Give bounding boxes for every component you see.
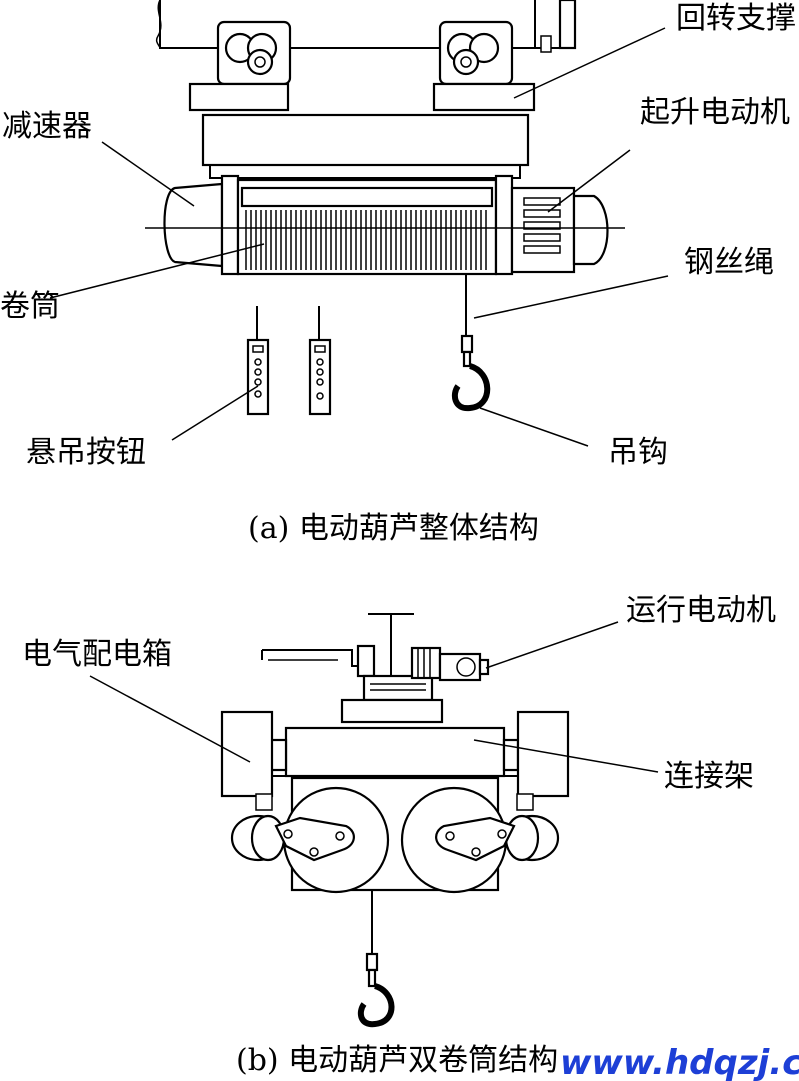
electrical-boxes	[220, 710, 570, 798]
label-hook: 吊钩	[608, 435, 668, 470]
watermark: www.hdqzj.com	[560, 1043, 799, 1081]
figure-b: 运行电动机 电气配电箱 连接架 (b) 电动葫芦双卷筒结构	[22, 593, 776, 1078]
rope-and-hook-b	[357, 890, 395, 1028]
caption-figure-b: (b) 电动葫芦双卷筒结构	[236, 1043, 558, 1078]
label-pendant-button: 悬吊按钮	[26, 435, 146, 470]
figure-a: 回转支撑 起升电动机 减速器 钢丝绳 卷筒 悬吊按钮 吊钩 (a) 电动葫芦整体…	[0, 0, 796, 546]
connecting-frame	[268, 726, 520, 778]
twin-drums	[274, 786, 516, 894]
label-slewing-bearing: 回转支撑	[676, 1, 796, 36]
label-connecting-frame: 连接架	[664, 759, 754, 794]
pendant-buttons	[246, 306, 332, 416]
label-reducer: 减速器	[2, 109, 92, 144]
trolley-mechanism	[261, 613, 444, 724]
travel-motor-body	[438, 652, 490, 682]
leader-lines-a	[49, 27, 669, 447]
reducer-body	[163, 174, 240, 276]
hoist-frame	[201, 113, 530, 179]
trolley-wheel-right	[432, 20, 536, 112]
label-electrical-box: 电气配电箱	[22, 637, 172, 672]
leader-lines-b	[89, 621, 659, 773]
label-drum: 卷筒	[0, 289, 60, 324]
label-hoist-motor: 起升电动机	[640, 95, 790, 130]
drum-body	[236, 178, 498, 276]
trolley-wheel-left	[188, 20, 292, 112]
label-wire-rope: 钢丝绳	[684, 245, 774, 280]
caption-figure-a: (a) 电动葫芦整体结构	[248, 511, 539, 546]
label-travel-motor: 运行电动机	[626, 593, 776, 628]
hoist-motor-body	[494, 174, 609, 276]
rope-and-hook	[451, 274, 491, 412]
overhead-beam	[155, 0, 577, 53]
